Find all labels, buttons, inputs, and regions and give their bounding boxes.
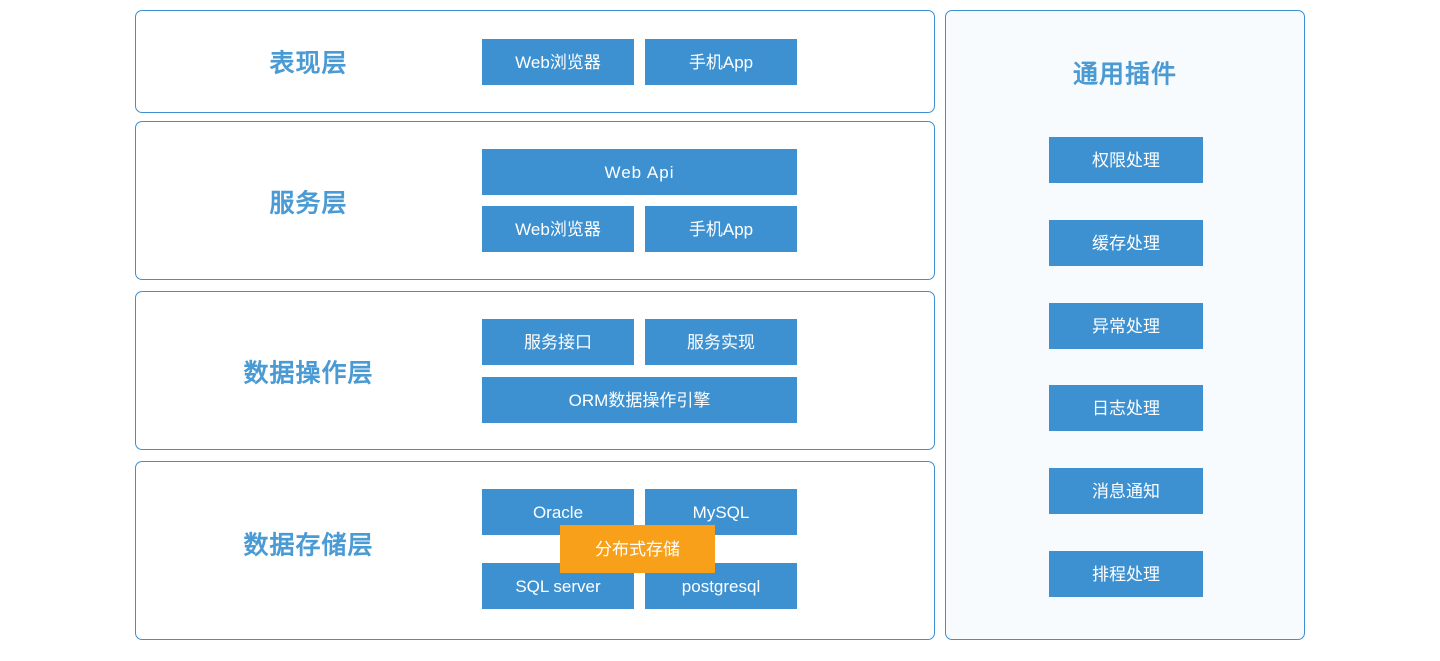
node-web-browser-presentation[interactable]: Web浏览器 <box>482 39 634 85</box>
layer-panel-service: 服务层 Web Api Web浏览器 手机App <box>135 121 935 280</box>
layer-title-data-storage: 数据存储层 <box>243 531 374 560</box>
plugin-item-permission[interactable]: 权限处理 <box>1049 137 1203 183</box>
node-distributed-storage[interactable]: 分布式存储 <box>560 525 715 573</box>
node-oracle[interactable]: Oracle <box>482 489 634 535</box>
plugin-item-logging[interactable]: 日志处理 <box>1049 385 1203 431</box>
plugin-item-message-notification[interactable]: 消息通知 <box>1049 468 1203 514</box>
node-mobile-app-service[interactable]: 手机App <box>645 206 797 252</box>
plugin-item-scheduling[interactable]: 排程处理 <box>1049 551 1203 597</box>
layer-panel-presentation: 表现层 Web浏览器 手机App <box>135 10 935 113</box>
node-orm-engine[interactable]: ORM数据操作引擎 <box>482 377 797 423</box>
node-web-browser-service[interactable]: Web浏览器 <box>482 206 634 252</box>
node-service-interface[interactable]: 服务接口 <box>482 319 634 365</box>
node-web-api[interactable]: Web Api <box>482 149 797 195</box>
node-service-implementation[interactable]: 服务实现 <box>645 319 797 365</box>
node-postgresql[interactable]: postgresql <box>645 563 797 609</box>
plugin-item-exception[interactable]: 异常处理 <box>1049 303 1203 349</box>
layer-panel-data-operation: 数据操作层 服务接口 服务实现 ORM数据操作引擎 <box>135 291 935 450</box>
node-mobile-app-presentation[interactable]: 手机App <box>645 39 797 85</box>
node-sql-server[interactable]: SQL server <box>482 563 634 609</box>
plugin-item-cache[interactable]: 缓存处理 <box>1049 220 1203 266</box>
layer-panel-data-storage: 数据存储层 Oracle MySQL SQL server postgresql… <box>135 461 935 640</box>
layer-title-presentation: 表现层 <box>269 49 348 78</box>
layer-title-service: 服务层 <box>269 189 348 218</box>
plugin-panel-title: 通用插件 <box>1072 60 1177 89</box>
layer-title-data-operation: 数据操作层 <box>243 359 374 388</box>
plugin-panel: 通用插件 权限处理 缓存处理 异常处理 日志处理 消息通知 排程处理 <box>945 10 1305 640</box>
